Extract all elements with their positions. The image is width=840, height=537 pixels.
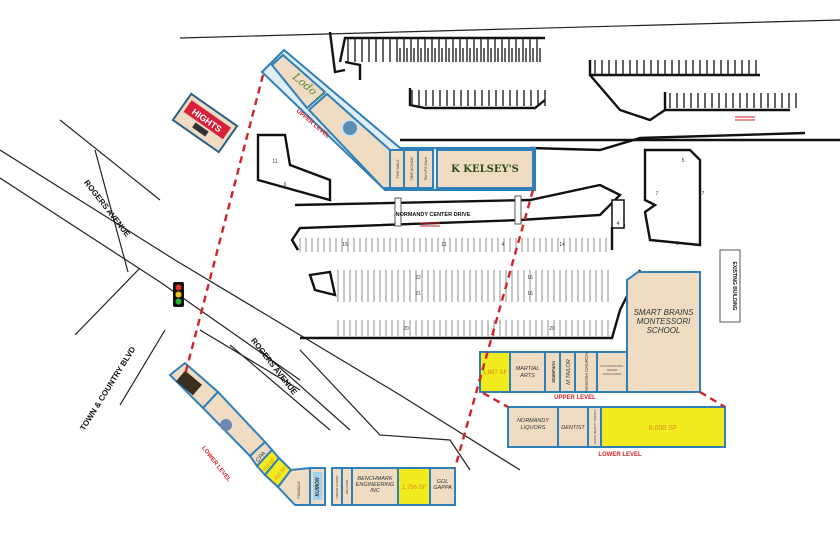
unit-vacant-key[interactable] — [201, 390, 267, 458]
right-lower-building: NORMANDY LIQUORS DENTIST APPLE BEAUTY SU… — [507, 406, 726, 458]
parking-count: 6 — [284, 182, 287, 188]
unit-ups-store[interactable] — [417, 149, 434, 189]
unit-available-8000[interactable] — [600, 406, 726, 448]
unit-benchmark[interactable] — [351, 467, 399, 506]
parking-lot-north — [328, 31, 840, 247]
tenant-label: TWIP ACHIAM — [410, 157, 414, 180]
parking-count: 16 — [527, 291, 533, 297]
parking-lot-center — [256, 116, 755, 340]
kelseys-logo: K KELSEY'S — [451, 164, 519, 175]
tenant-label: HASANA CHURCH — [584, 352, 589, 392]
tenant-label: FIVE NAILS — [396, 159, 400, 179]
parking-count: 7 — [656, 191, 659, 197]
parking-count: 15 — [342, 242, 348, 248]
sf-label: 8,000 SF — [649, 425, 677, 432]
hights-logo: HIGHTS — [171, 92, 239, 154]
key-icon — [220, 419, 232, 431]
level-label: UPPER LEVEL — [554, 395, 596, 401]
parking-count: 20 — [403, 326, 409, 332]
tenant-label: DENTIST — [561, 425, 585, 431]
parking-count: 5 — [682, 158, 685, 164]
tenant-label: NORMANDY LIQUORS — [516, 418, 550, 431]
tenant-label: OCCUPATIONAL REHAB ASSOCIATES — [600, 364, 624, 376]
street-rogers-avenue-north: ROGERS AVENUE — [82, 178, 132, 239]
unit-lodo-pizza[interactable] — [270, 53, 327, 110]
right-upper-building: 1,897 SF MARTIAL ARTS StateFarm M TAILOR… — [479, 271, 701, 401]
tenant-label: GROVE STUDIO — [335, 475, 339, 499]
parking-count: 7 — [702, 191, 705, 197]
tenant-label: PINNACLE — [297, 481, 301, 499]
parking-stalls-north — [347, 38, 797, 108]
parking-count: 20 — [549, 326, 555, 332]
level-connector-lines — [183, 74, 726, 469]
parking-count: 6 — [676, 241, 679, 247]
parking-counts: 11 6 15 11 4 14 22 21 16 16 20 20 4 5 7 … — [272, 158, 704, 332]
unit-martial-arts[interactable] — [509, 351, 546, 393]
parking-count: 22 — [415, 275, 421, 281]
tenant-label: BENCHMARK ENGINEERING INC — [355, 476, 395, 494]
tenant-label: M TAILOR — [566, 359, 572, 385]
level-label: LOWER LEVEL — [598, 452, 642, 458]
tenant-label: The UPS Store — [424, 157, 428, 181]
existing-building-label: EXISTING BUILDING — [731, 262, 737, 311]
street-normandy-center-drive: NORMANDY CENTER DRIVE — [396, 212, 471, 218]
tenant-label: MARTIAL ARTS — [515, 366, 540, 379]
parking-count: 11 — [272, 159, 277, 165]
sf-label: 1,897 SF — [483, 370, 508, 376]
street-rogers-avenue-south: ROGERS AVENUE — [249, 336, 299, 397]
parking-count: 4 — [502, 242, 505, 248]
parking-count: 11 — [441, 242, 446, 248]
parking-count: 16 — [527, 275, 533, 281]
unit-kelseys[interactable] — [436, 149, 534, 189]
tenant-label: KUMON — [315, 477, 321, 496]
tenant-logo-icon — [341, 119, 359, 137]
tenant-label: APPLE BEAUTY SUPPLY — [593, 409, 597, 446]
unit-dentist[interactable] — [557, 406, 589, 448]
parking-count: 14 — [559, 242, 565, 248]
sf-label: 1,796 SF — [402, 485, 427, 491]
tenant-label: GOL GAPPA — [433, 479, 452, 491]
parking-count: 21 — [415, 291, 421, 297]
level-label: LOWER LEVEL — [200, 445, 232, 483]
tenant-label: SMART BRAINS MONTESSORI SCHOOL — [633, 308, 694, 335]
street-town-country-blvd: TOWN & COUNTRY BLVD — [78, 345, 137, 432]
parking-count: 4 — [617, 221, 620, 227]
tenant-label: StateFarm — [551, 361, 556, 383]
unit-available-1796[interactable] — [397, 467, 431, 506]
parking-stalls-center — [299, 238, 609, 336]
traffic-light-icon — [173, 282, 184, 307]
roads — [0, 19, 840, 471]
tenant-label: MR GYRO — [345, 479, 349, 494]
unit-gol-gappa[interactable] — [429, 467, 456, 506]
lower-left-building: CPA 750 SF 1,450 SF PINNACLE KUMON GROVE… — [168, 361, 456, 506]
unit-smart-brains[interactable] — [626, 271, 701, 393]
